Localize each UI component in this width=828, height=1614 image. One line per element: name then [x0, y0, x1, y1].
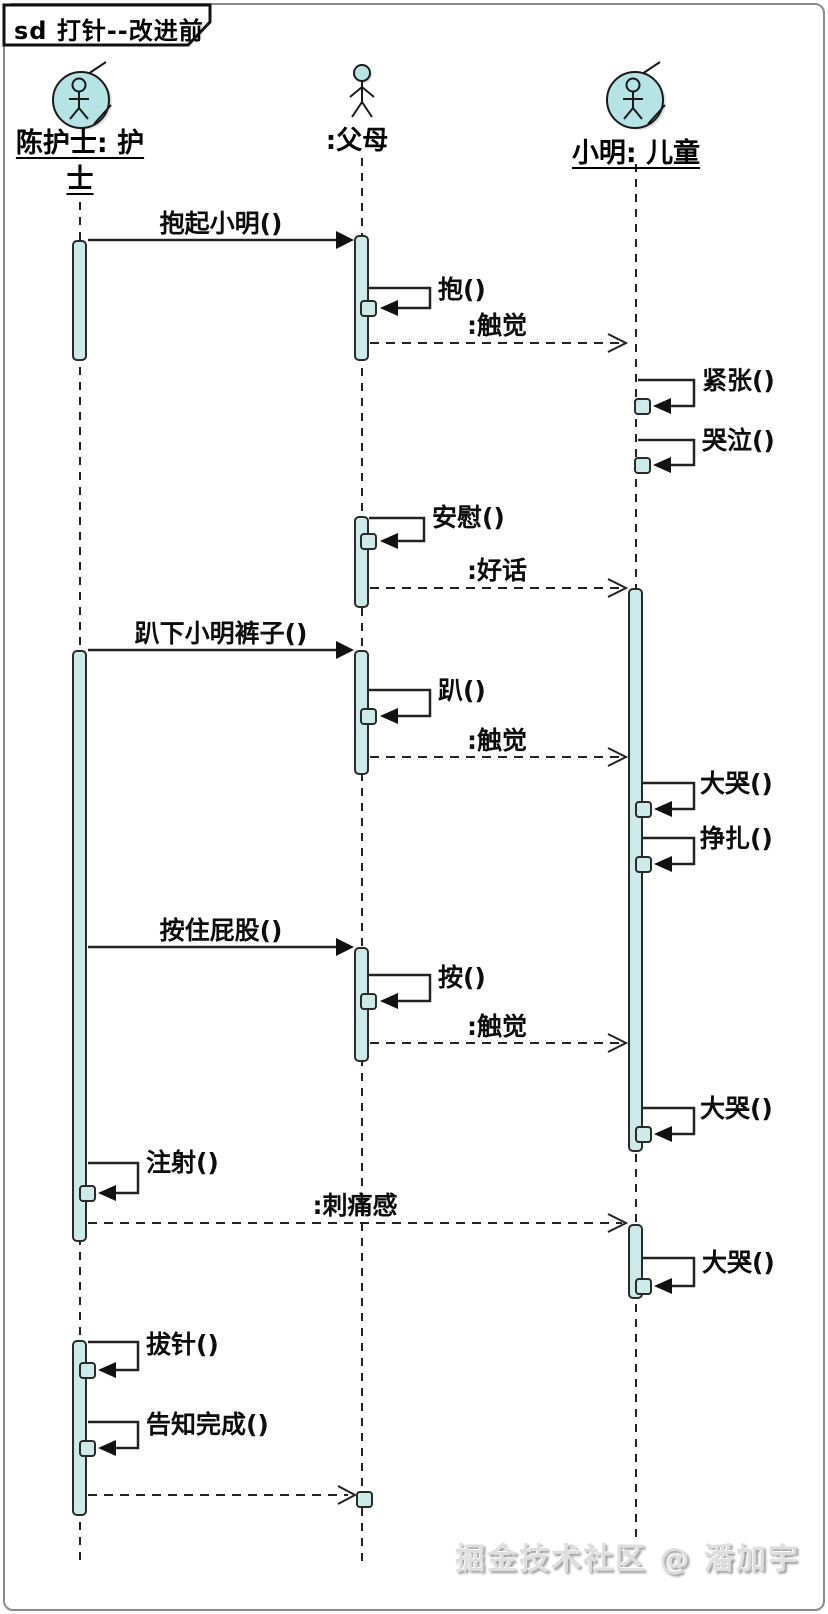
- message-label-pick-up: 抱起小明(): [159, 209, 283, 238]
- message-label-loud-cry-1: 大哭(): [700, 769, 773, 798]
- receive-square-press: [360, 993, 377, 1010]
- receive-square-loud-cry-1: [635, 801, 652, 818]
- message-label-inject: 注射(): [146, 1148, 219, 1177]
- actor-label-nurse: 陈护士: 护士: [15, 128, 145, 195]
- nurse-actor-icon: [52, 61, 112, 130]
- self-message-loud-cry-1: [643, 781, 696, 817]
- self-message-lie: [369, 688, 432, 724]
- message-label-touch-3: :触觉: [467, 1012, 527, 1041]
- message-label-nice-words: :好话: [467, 556, 527, 585]
- activation-nurse-1: [72, 240, 87, 361]
- child-actor-icon: [606, 61, 666, 130]
- message-label-hold: 抱(): [438, 275, 486, 304]
- self-message-loud-cry-2: [643, 1106, 696, 1142]
- self-message-notify-done: [88, 1420, 140, 1456]
- self-message-comfort: [369, 516, 426, 549]
- message-label-nervous: 紧张(): [702, 366, 775, 395]
- message-label-pull-pants: 趴下小明裤子(): [134, 619, 308, 648]
- self-message-inject: [88, 1161, 140, 1201]
- message-label-sting: :刺痛感: [312, 1191, 398, 1220]
- activation-nurse-3: [72, 1340, 87, 1516]
- receive-square-loud-cry-2: [635, 1126, 652, 1143]
- activation-parents-1: [354, 235, 369, 361]
- diagram-title: sd 打针--改进前: [14, 17, 204, 45]
- activation-nurse-2: [72, 650, 87, 1242]
- receive-square-hold: [360, 300, 377, 317]
- signal-arrow-return: [88, 1485, 358, 1505]
- message-arrow-pull-pants: [88, 641, 354, 659]
- receive-square-cry: [634, 457, 651, 474]
- receive-square-return: [356, 1491, 373, 1508]
- receive-square-nervous: [634, 398, 651, 415]
- signal-arrow-sting: [88, 1213, 629, 1233]
- receive-square-pull-needle: [79, 1362, 96, 1379]
- message-arrow-press-butt: [88, 938, 354, 956]
- self-message-pull-needle: [88, 1340, 140, 1378]
- activation-parents-2: [354, 516, 369, 608]
- receive-square-struggle: [635, 856, 652, 873]
- parents-actor-icon: [349, 64, 375, 118]
- self-message-cry: [638, 438, 696, 473]
- signal-arrow-touch-1: [370, 333, 629, 353]
- message-label-touch-2: :触觉: [467, 726, 527, 755]
- message-label-touch-1: :触觉: [467, 311, 527, 340]
- watermark-text: 掘金技术社区 @ 潘加宇: [455, 1542, 800, 1577]
- self-message-hold: [369, 286, 432, 316]
- signal-arrow-touch-3: [370, 1033, 629, 1053]
- self-message-struggle: [643, 836, 696, 872]
- receive-square-comfort: [360, 533, 377, 550]
- message-label-comfort: 安慰(): [432, 503, 505, 532]
- signal-arrow-nice-words: [370, 578, 629, 598]
- actor-label-parents: :父母: [325, 126, 389, 156]
- receive-square-inject: [79, 1185, 96, 1202]
- title-tab: [2, 3, 212, 47]
- message-label-notify-done: 告知完成(): [146, 1410, 269, 1439]
- self-message-nervous: [638, 378, 696, 414]
- self-message-press: [369, 973, 432, 1009]
- receive-square-loud-cry-3: [635, 1278, 652, 1295]
- self-message-loud-cry-3: [643, 1256, 696, 1294]
- message-label-cry: 哭泣(): [702, 426, 775, 455]
- receive-square-notify-done: [79, 1440, 96, 1457]
- message-label-press-butt: 按住屁股(): [159, 916, 283, 945]
- message-label-loud-cry-2: 大哭(): [700, 1094, 773, 1123]
- message-arrow-pick-up: [88, 231, 354, 249]
- message-label-struggle: 挣扎(): [700, 824, 773, 853]
- signal-arrow-touch-2: [370, 747, 629, 767]
- diagram-frame: [3, 3, 825, 1611]
- message-label-pull-needle: 拔针(): [146, 1330, 219, 1359]
- message-label-loud-cry-3: 大哭(): [702, 1248, 775, 1277]
- message-label-press: 按(): [438, 963, 486, 992]
- message-label-lie: 趴(): [438, 676, 486, 705]
- receive-square-lie: [360, 708, 377, 725]
- actor-label-child: 小明: 儿童: [571, 138, 701, 169]
